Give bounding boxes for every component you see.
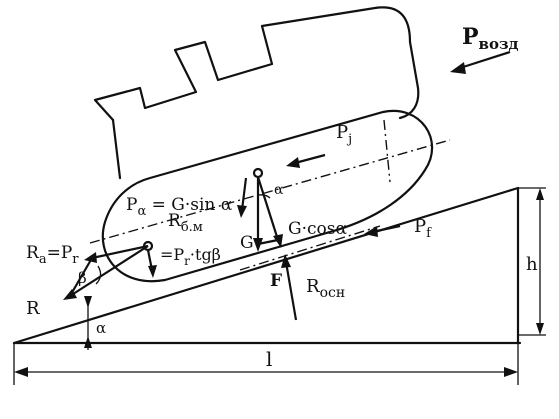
label-p-j: Pj [336,122,352,147]
normal-reaction-arrow [284,261,298,321]
incline-surface [12,186,520,345]
normal-reaction-arrowhead [281,254,291,268]
ra-force-arrow [91,244,149,260]
label-p-alpha: Pα = G·sin α [126,195,233,219]
force-triangle-side [69,257,93,297]
track-centerline [89,139,451,244]
label-r-bm: Rб.м [168,211,203,235]
label-p-f: Pf [414,216,432,241]
label-r: R [26,298,40,319]
alpha-bottom-arrowhead [84,336,92,348]
inertia-force-arrow [294,153,326,165]
incline-dashed-line [239,225,381,271]
alpha-top-arrowhead [84,296,92,308]
tractor-upper-body [93,6,420,122]
gravity-arrowhead [253,238,263,252]
air-resistance-arrowhead [450,62,466,74]
label-ra: Ra=Pr [26,243,79,267]
drive-wheel-centerline [383,119,391,183]
l-arrow-left [14,367,28,377]
gravity-triangle-closing [257,238,279,246]
label-beta: β [78,269,87,287]
inertia-force-arrowhead [286,157,300,168]
p-alpha-arrowhead [237,205,247,218]
p-alpha-arrow [240,177,248,211]
label-alpha-small: α [274,182,284,198]
pr-tg-arrowhead [148,265,157,278]
ra-arrowhead [84,252,97,263]
label-p-air: Pвозд [462,24,519,53]
rbm-line [91,245,149,283]
center-of-gravity [252,167,264,179]
label-r-osn: Rосн [306,276,345,301]
air-resistance-arrow [459,50,511,70]
label-h: h [526,254,538,275]
label-pr-tg: =Pr·tgβ [160,245,221,268]
l-arrow-right [504,367,518,377]
rolling-resistance-arrowhead [364,226,378,237]
h-arrow-bottom [536,323,544,335]
gravity-cos-component [256,176,280,241]
tractor-cab-front [111,118,122,180]
label-f: F [270,271,282,291]
beta-arc [95,265,102,285]
label-l: l [266,347,272,371]
h-arrow-top [536,188,544,200]
label-g: G [240,233,254,253]
alpha-arc-gravity [257,194,271,199]
label-alpha-ground: α [96,319,106,337]
track-body [101,109,434,283]
label-g-cos: G·cosα [288,219,347,239]
